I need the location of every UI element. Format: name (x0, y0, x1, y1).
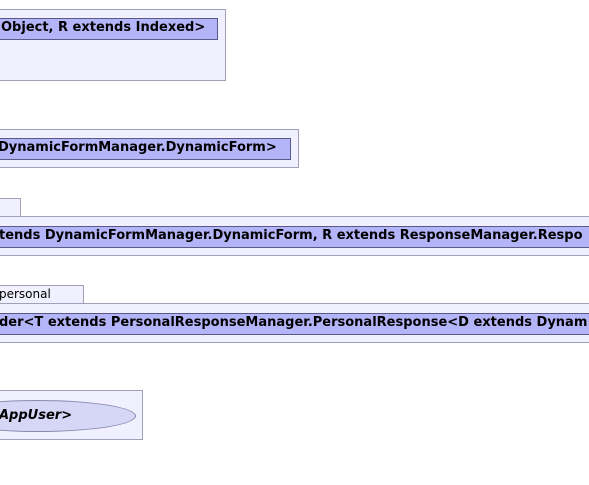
class-node-4-title: der<T extends PersonalResponseManager.Pe… (0, 313, 589, 335)
class-node-2-title: DynamicFormManager.DynamicForm> (0, 138, 291, 160)
package-tab-3 (0, 198, 21, 216)
class-node-3-title: tends DynamicFormManager.DynamicForm, R … (0, 226, 589, 248)
class-node-1-title: Object, R extends Indexed> (0, 18, 218, 40)
package-tab-personal: personal (0, 285, 84, 303)
